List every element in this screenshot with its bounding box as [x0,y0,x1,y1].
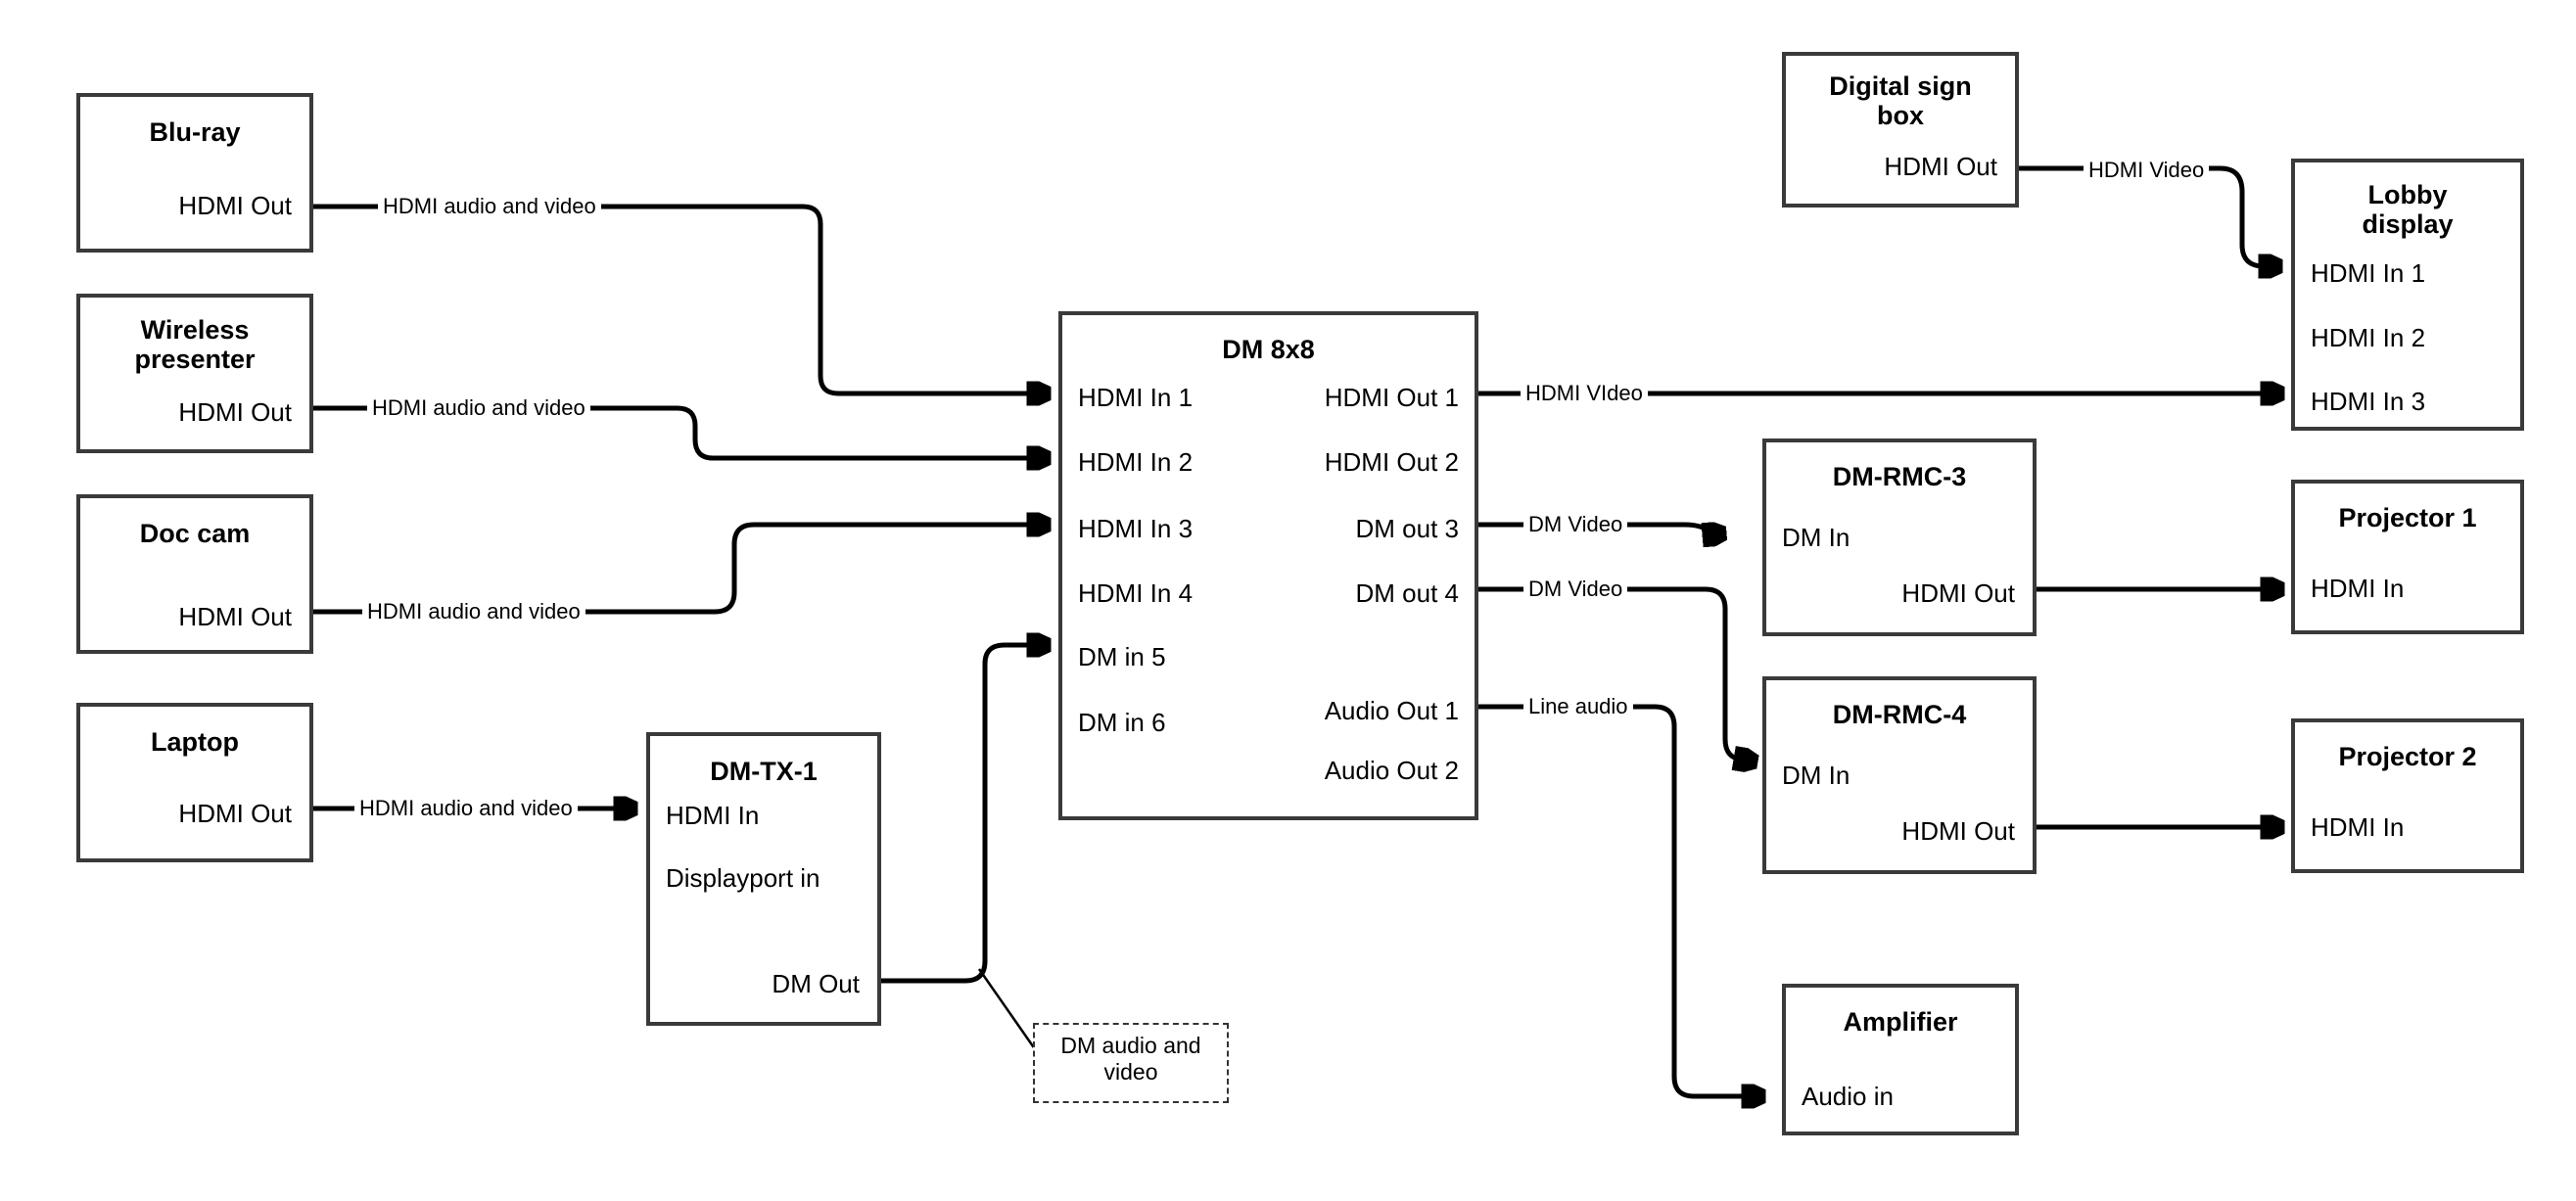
node-dm-8x8-input-dm-in-5[interactable]: DM in 5 [1078,642,1166,671]
node-projector-2[interactable]: Projector 2 HDMI In [2291,718,2524,873]
node-dm-8x8-input-dm-in-6[interactable]: DM in 6 [1078,708,1166,737]
wire-callout-leader [977,968,1042,1057]
node-digital-sign-box[interactable]: Digital sign box HDMI Out [1782,52,2019,208]
node-laptop-port-hdmi-out[interactable]: HDMI Out [178,799,292,828]
node-dm-tx-1-port-dm-out[interactable]: DM Out [772,969,860,998]
edge-label-hdmi-video-1: HDMI VIdeo [1521,383,1648,404]
node-dm-8x8-input-hdmi-in-2[interactable]: HDMI In 2 [1078,447,1194,477]
node-dm-rmc-4-title: DM-RMC-4 [1832,700,1967,729]
node-dm-tx-1-port-hdmi-in[interactable]: HDMI In [666,801,760,830]
node-dm-rmc-3-title: DM-RMC-3 [1832,462,1967,491]
node-dm-8x8-output-audio-out-2[interactable]: Audio Out 2 [1324,756,1459,785]
node-lobby-display-input-hdmi-in-3[interactable]: HDMI In 3 [2311,387,2426,416]
node-dm-8x8-output-dm-out-3[interactable]: DM out 3 [1355,514,1460,543]
node-amplifier-title: Amplifier [1843,1007,1958,1037]
node-doc-cam-title: Doc cam [139,519,251,548]
node-amplifier-port-audio-in[interactable]: Audio in [1802,1082,1894,1111]
node-dm-tx-1[interactable]: DM-TX-1 HDMI In Displayport in DM Out [646,732,881,1026]
node-projector-1-title: Projector 1 [2338,503,2477,532]
node-dm-8x8-input-hdmi-in-1[interactable]: HDMI In 1 [1078,383,1194,412]
edge-label-bluray: HDMI audio and video [378,196,601,217]
node-amplifier[interactable]: Amplifier Audio in [1782,984,2019,1135]
node-wireless-presenter-title-line1: Wireless [140,315,250,345]
node-bluray[interactable]: Blu-ray HDMI Out [76,93,313,253]
node-dm-8x8-output-audio-out-1[interactable]: Audio Out 1 [1324,696,1459,725]
node-lobby-display[interactable]: Lobby display HDMI In 1 HDMI In 2 HDMI I… [2291,159,2524,431]
node-dm-rmc-4-port-dm-in[interactable]: DM In [1782,761,1850,790]
node-wireless-presenter-title-line2: presenter [134,345,256,374]
node-bluray-port-hdmi-out[interactable]: HDMI Out [178,191,292,220]
edge-label-line-audio: Line audio [1523,696,1633,717]
node-digital-sign-box-title-line2: box [1876,101,1924,130]
node-dm-rmc-3[interactable]: DM-RMC-3 DM In HDMI Out [1762,439,2037,636]
node-projector-2-title: Projector 2 [2338,742,2477,771]
node-dm-tx-1-port-displayport-in[interactable]: Displayport in [666,863,820,893]
wire-dm8x8-to-amplifier [1478,704,1762,1096]
node-laptop-title: Laptop [151,727,239,757]
wire-digitalsign-to-lobby-hdmi1 [2019,165,2279,266]
node-dm-8x8-title: DM 8x8 [1222,335,1315,364]
node-projector-2-port-hdmi-in[interactable]: HDMI In [2311,812,2405,842]
node-dm-rmc-4[interactable]: DM-RMC-4 DM In HDMI Out [1762,676,2037,874]
edge-label-dm-video-4: DM Video [1523,578,1628,600]
node-dm-8x8-input-hdmi-in-3[interactable]: HDMI In 3 [1078,514,1194,543]
node-projector-1-port-hdmi-in[interactable]: HDMI In [2311,574,2405,603]
edge-label-laptop: HDMI audio and video [354,798,578,819]
node-dm-8x8-output-hdmi-out-1[interactable]: HDMI Out 1 [1324,383,1459,412]
node-dm-rmc-4-port-hdmi-out[interactable]: HDMI Out [1901,816,2015,846]
edge-label-doccam: HDMI audio and video [362,601,585,623]
wire-bluray-to-dm8x8 [313,204,1048,393]
node-dm-rmc-3-port-dm-in[interactable]: DM In [1782,523,1850,552]
callout-dm-audio-and-video: DM audio and video [1033,1023,1229,1103]
node-dm-rmc-3-port-hdmi-out[interactable]: HDMI Out [1901,578,2015,608]
node-lobby-display-title-line2: display [2362,209,2454,239]
edge-label-wireless: HDMI audio and video [367,397,590,419]
node-laptop[interactable]: Laptop HDMI Out [76,703,313,862]
node-lobby-display-title-line1: Lobby [2367,180,2448,209]
node-digital-sign-box-title-line1: Digital sign [1829,71,1972,101]
node-projector-1[interactable]: Projector 1 HDMI In [2291,480,2524,634]
node-dm-8x8-output-hdmi-out-2[interactable]: HDMI Out 2 [1324,447,1459,477]
node-doc-cam[interactable]: Doc cam HDMI Out [76,494,313,654]
node-dm-8x8-output-dm-out-4[interactable]: DM out 4 [1355,578,1460,608]
node-dm-8x8[interactable]: DM 8x8 HDMI In 1 HDMI In 2 HDMI In 3 HDM… [1058,311,1478,820]
node-wireless-presenter-port-hdmi-out[interactable]: HDMI Out [178,397,292,427]
node-dm-tx-1-title: DM-TX-1 [710,757,818,786]
node-digital-sign-box-port-hdmi-out[interactable]: HDMI Out [1884,152,1997,181]
wire-dm8x8-to-dmrmc4 [1478,586,1755,762]
node-lobby-display-input-hdmi-in-1[interactable]: HDMI In 1 [2311,258,2426,288]
node-bluray-title: Blu-ray [149,117,241,147]
wire-dmtx1-to-dm8x8 [881,645,1048,984]
node-wireless-presenter[interactable]: Wireless presenter HDMI Out [76,294,313,453]
edge-label-dm-video-3: DM Video [1523,514,1628,535]
node-dm-8x8-input-hdmi-in-4[interactable]: HDMI In 4 [1078,578,1194,608]
edge-label-hdmi-video-2: HDMI Video [2084,160,2210,181]
node-doc-cam-port-hdmi-out[interactable]: HDMI Out [178,602,292,631]
node-lobby-display-input-hdmi-in-2[interactable]: HDMI In 2 [2311,323,2426,352]
